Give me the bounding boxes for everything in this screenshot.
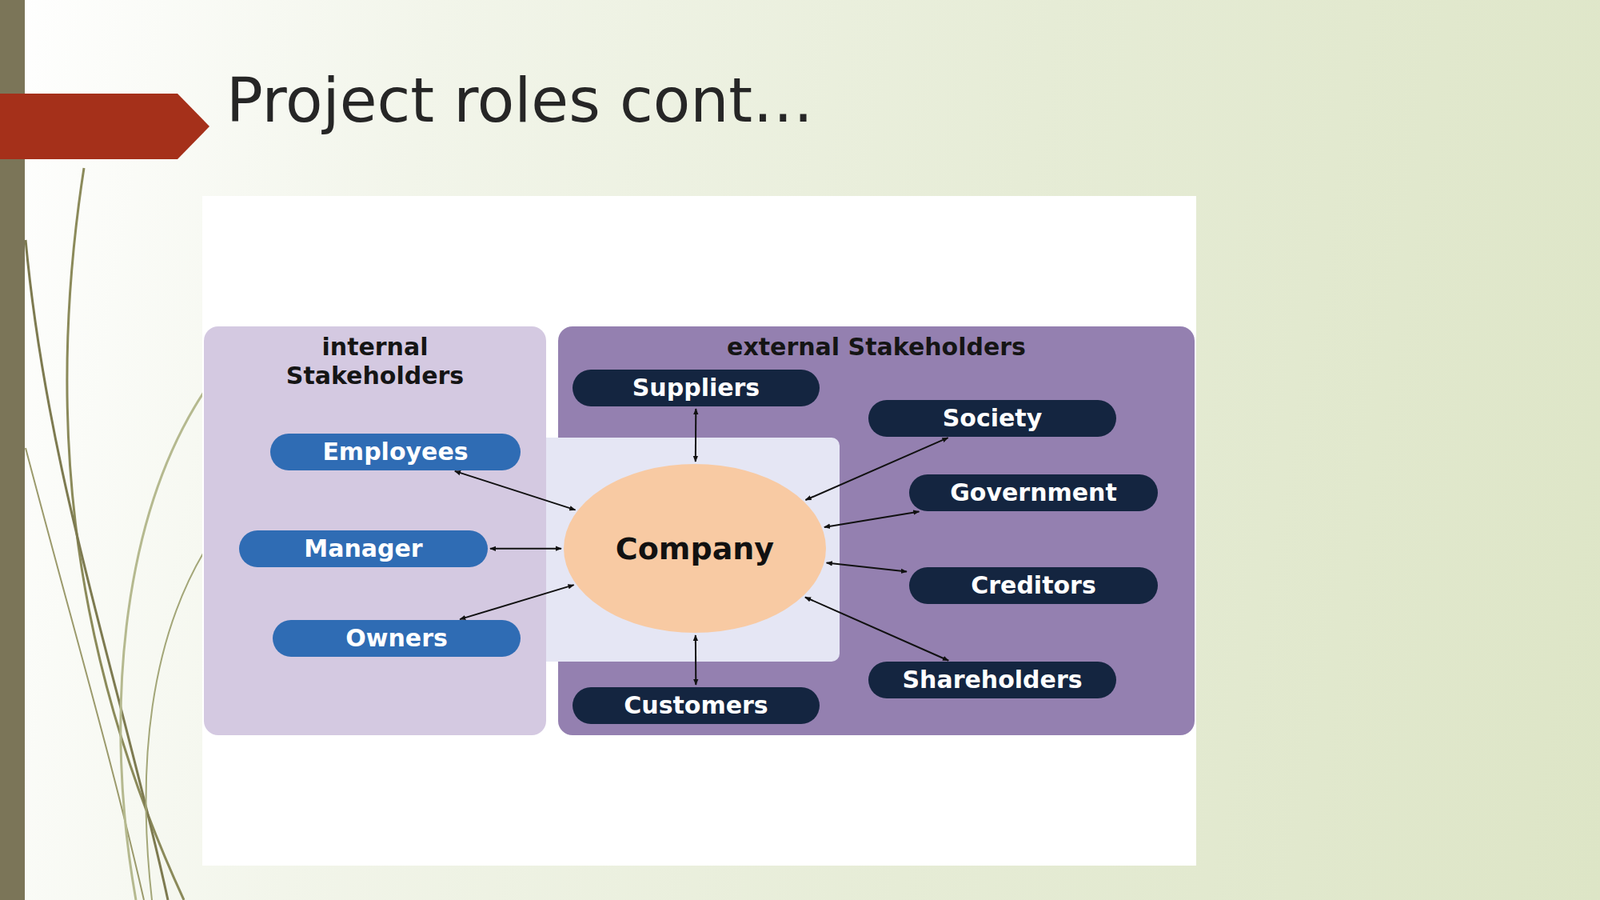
stakeholder-pill: Shareholders [868, 661, 1117, 699]
double-arrow [805, 596, 949, 660]
double-arrow [454, 470, 576, 510]
stakeholder-pill: Suppliers [572, 369, 820, 407]
stakeholder-pill: Creditors [909, 566, 1158, 604]
node-label: Society [942, 406, 1043, 431]
company-ellipse: Company [563, 463, 826, 633]
node-label: Customers [623, 693, 768, 718]
double-arrow [490, 547, 562, 550]
double-arrow [805, 437, 948, 500]
node-label: Manager [303, 536, 423, 561]
stakeholder-pill: Employees [270, 433, 521, 471]
node-label: Suppliers [632, 375, 760, 400]
stakeholder-pill: Government [909, 474, 1158, 511]
double-arrow [694, 408, 697, 462]
stakeholder-pill: Society [868, 399, 1117, 437]
double-arrow [824, 510, 920, 527]
double-arrow [694, 634, 697, 685]
deco-curve [146, 551, 204, 900]
ellipse-fill [563, 463, 826, 633]
panel-heading: external Stakeholders [652, 332, 1101, 362]
node-label: Creditors [970, 573, 1097, 598]
node-label: Shareholders [901, 667, 1082, 692]
double-arrow [459, 584, 575, 619]
panel-heading: internal Stakeholders [263, 332, 487, 391]
stakeholder-pill: Manager [239, 530, 488, 567]
node-label: Government [949, 480, 1118, 505]
stakeholder-pill: Owners [272, 619, 521, 657]
deco-curve [67, 167, 184, 900]
stakeholder-panel: internal StakeholdersEmployeesManagerOwn… [203, 326, 547, 735]
stakeholder-pill: Customers [572, 686, 820, 724]
deco-curve [120, 391, 204, 900]
node-label: Employees [322, 439, 468, 464]
node-label: Owners [345, 626, 448, 651]
node-label: Company [615, 530, 775, 567]
slide-title: Project roles cont… [226, 70, 814, 132]
double-arrow [826, 562, 907, 572]
title-arrow [0, 93, 210, 160]
